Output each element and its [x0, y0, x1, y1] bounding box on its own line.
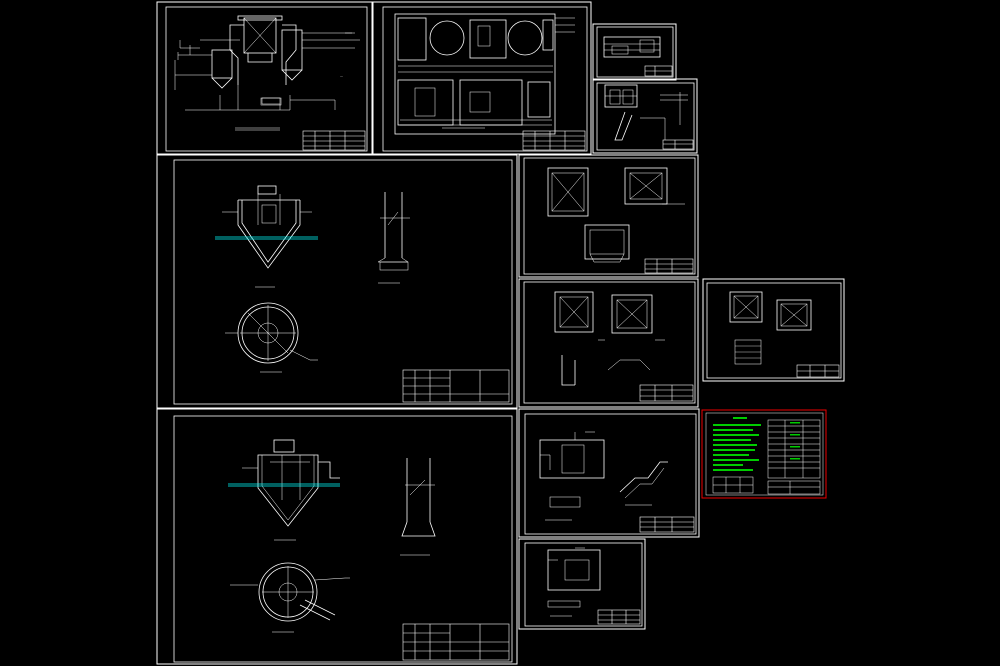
sheet-small-detail-a[interactable]	[592, 23, 677, 81]
sheet-pipe-detail[interactable]	[518, 408, 700, 538]
title-block	[302, 130, 366, 151]
sheet-structure-plans-b[interactable]	[518, 278, 699, 408]
legend-table	[767, 419, 821, 479]
title-block	[644, 258, 694, 274]
title-block	[712, 476, 821, 495]
title-block	[597, 609, 641, 625]
sheet-plant-layout[interactable]	[372, 1, 592, 155]
title-block	[639, 384, 694, 402]
sheet-small-detail-b[interactable]	[592, 78, 698, 154]
title-block	[402, 369, 510, 403]
title-block	[402, 623, 510, 661]
legend-text-lines	[713, 417, 761, 471]
sheet-tank-section-1[interactable]	[156, 154, 518, 409]
title-block	[662, 139, 694, 150]
title-block	[796, 364, 840, 378]
title-block	[522, 130, 586, 151]
sheet-tank-section-2[interactable]	[156, 408, 518, 665]
sheet-process-elevation[interactable]: —	[156, 1, 373, 155]
svg-text:—: —	[340, 74, 343, 78]
sheet-pit-detail[interactable]	[518, 538, 646, 630]
title-block	[644, 65, 673, 77]
sheet-structure-plans-a[interactable]	[518, 154, 699, 278]
sheet-structure-plans-c[interactable]	[702, 278, 845, 382]
sheet-legend[interactable]	[701, 409, 827, 499]
title-block	[639, 516, 695, 533]
